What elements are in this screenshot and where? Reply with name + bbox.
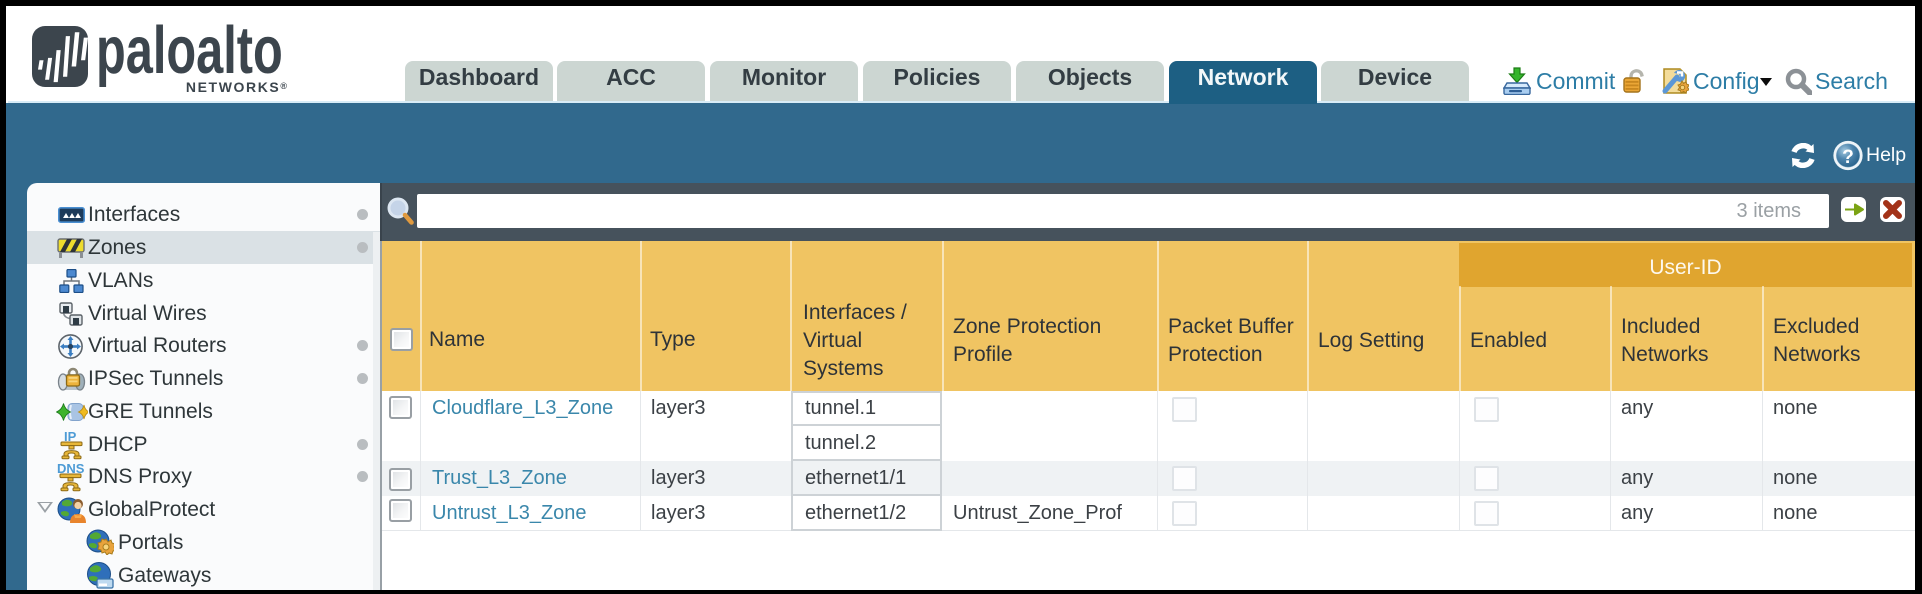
svg-text:?: ?: [1842, 147, 1854, 168]
svg-text:IP: IP: [64, 430, 77, 444]
svg-text:DNS: DNS: [57, 462, 85, 476]
